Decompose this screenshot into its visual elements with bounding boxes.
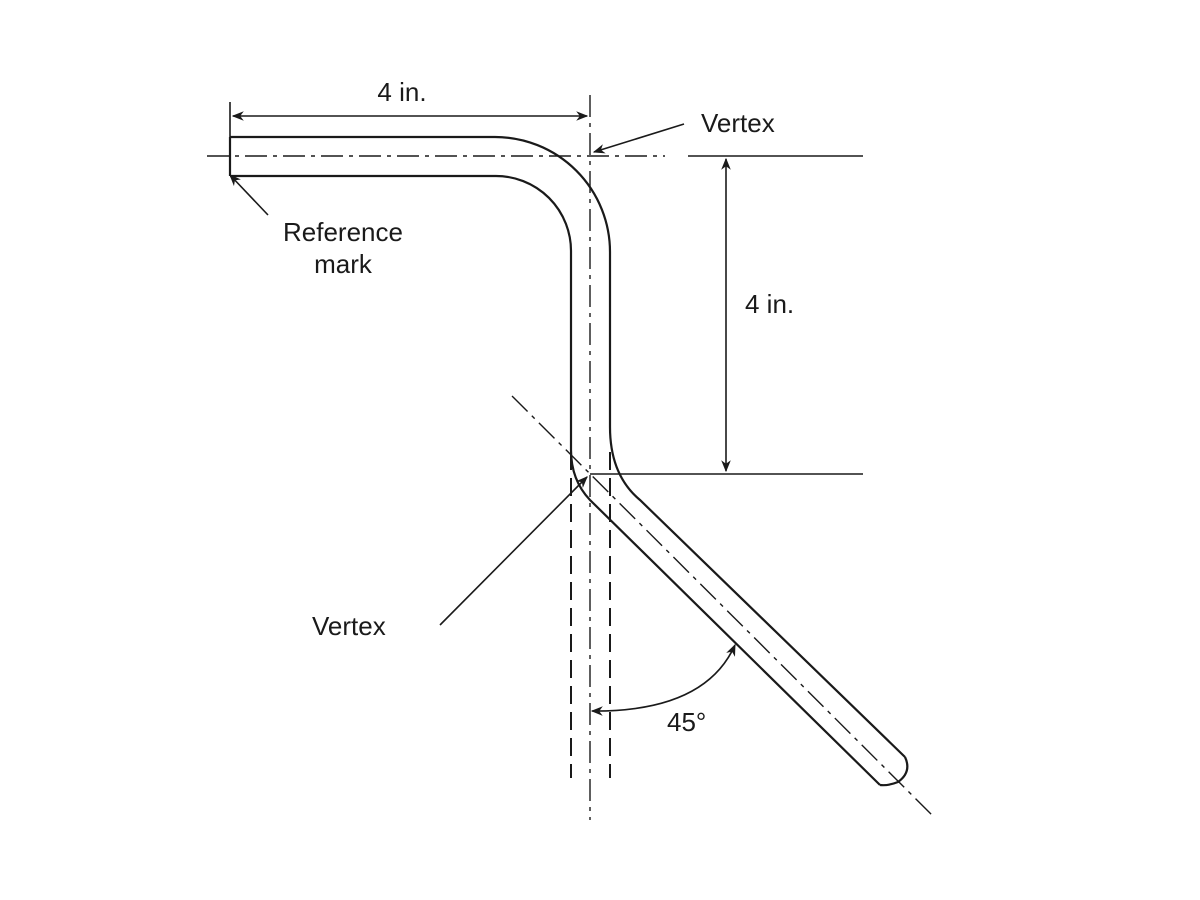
projection-lines (570, 452, 611, 778)
angle-label: 45° (667, 707, 706, 737)
vertex-top-leader (592, 123, 685, 154)
extension-lines (229, 102, 863, 475)
reference-mark-label-line2: mark (314, 249, 373, 279)
reference-mark-leader (229, 174, 269, 216)
reference-mark-label-line1: Reference (283, 217, 403, 247)
vertex-bottom-leader (439, 476, 588, 626)
conduit-cut-end (879, 756, 909, 787)
vertex-bottom-label: Vertex (312, 611, 386, 641)
angle-arc (590, 643, 736, 716)
center-lines (207, 95, 936, 820)
side-dimension-label: 4 in. (745, 289, 794, 319)
top-dimension-label: 4 in. (377, 77, 426, 107)
vertex-top-label: Vertex (701, 108, 775, 138)
diagonal-centerline (511, 395, 936, 819)
